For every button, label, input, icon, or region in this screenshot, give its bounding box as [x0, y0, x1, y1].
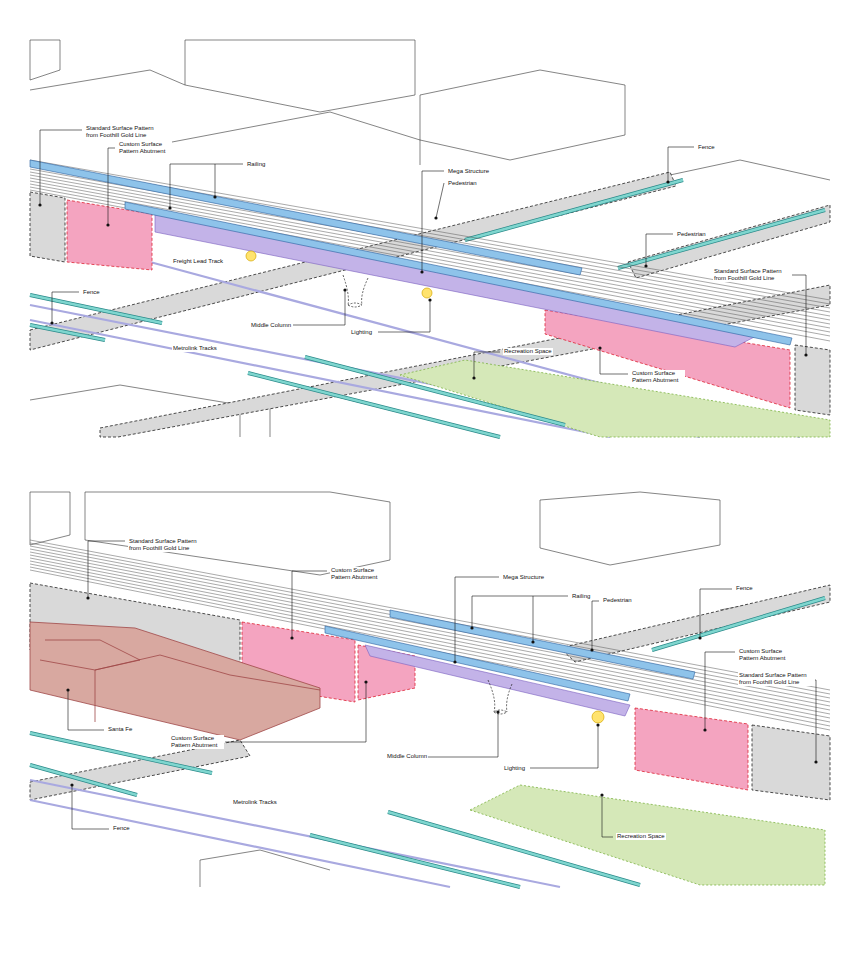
bridge-deck-bottom [30, 540, 830, 730]
callout-label: Pedestrian [602, 597, 633, 604]
railing [125, 202, 792, 345]
callout-label: Mega Structure [447, 168, 490, 175]
buildings-bottom [30, 492, 830, 887]
middle-column [488, 680, 512, 714]
callout-label: Metrolink Tracks [172, 345, 218, 352]
callout-label: Pedestrian [676, 231, 707, 238]
bridge-deck-top [30, 160, 830, 341]
callout-label: Freight Lead Track [172, 258, 224, 265]
callout-label: Mega Structure [502, 574, 545, 581]
callout-label: Fence [697, 144, 716, 151]
fences-top [30, 180, 825, 437]
callout-label: Fence [82, 289, 101, 296]
callout-label: Middle Column [250, 322, 292, 329]
callout-label: Railing [571, 593, 591, 600]
callout-label: Standard Surface Pattern from Foothill G… [85, 125, 162, 139]
leader-dots [38, 180, 817, 796]
callout-label: Fence [112, 825, 131, 832]
tracks-bottom [30, 780, 560, 887]
abutment-grey [795, 345, 830, 415]
callout-label: Metrolink Tracks [232, 799, 278, 806]
lighting [592, 711, 604, 723]
leader-lines [40, 130, 816, 837]
callout-label: Fence [735, 585, 754, 592]
callout-label: Middle Column [386, 753, 428, 760]
pedestrian-bands-top [30, 172, 830, 437]
callout-label: Standard Surface Pattern from Foothill G… [713, 268, 790, 282]
fences-bottom-fill [30, 598, 825, 887]
lighting [246, 251, 256, 261]
callout-label: Custom Surface Pattern Abutment [330, 567, 384, 581]
recreation-space [470, 785, 825, 885]
callout-label: Custom Surface Pattern Abutment [738, 648, 792, 662]
railing [30, 160, 582, 275]
callout-label: Recreation Space [503, 348, 553, 355]
fences-top-fill [30, 180, 825, 437]
santa-fe-building [30, 622, 320, 740]
callout-label: Pedestrian [447, 180, 478, 187]
callout-label: Custom Surface Pattern Abutment [170, 735, 224, 749]
abutment-pink [635, 708, 748, 790]
buildings-top [30, 40, 830, 437]
callout-label: Lighting [503, 765, 526, 772]
railing [325, 626, 630, 701]
callout-label: Custom Surface Pattern Abutment [631, 370, 685, 384]
fences-bottom [30, 598, 825, 887]
callout-label: Standard Surface Pattern from Foothill G… [128, 538, 205, 552]
callout-label: Railing [246, 161, 266, 168]
callout-label: Lighting [350, 329, 373, 336]
railing [390, 610, 695, 679]
callout-label: Standard Surface Pattern from Foothill G… [738, 672, 815, 686]
middle-column [343, 275, 368, 307]
callout-label: Recreation Space [616, 833, 666, 840]
lighting [422, 288, 432, 298]
abutment-grey [30, 192, 65, 262]
callout-label: Custom Surface Pattern Abutment [118, 141, 172, 155]
callout-label: Santa Fe [107, 726, 133, 733]
abutment-grey [752, 725, 830, 800]
